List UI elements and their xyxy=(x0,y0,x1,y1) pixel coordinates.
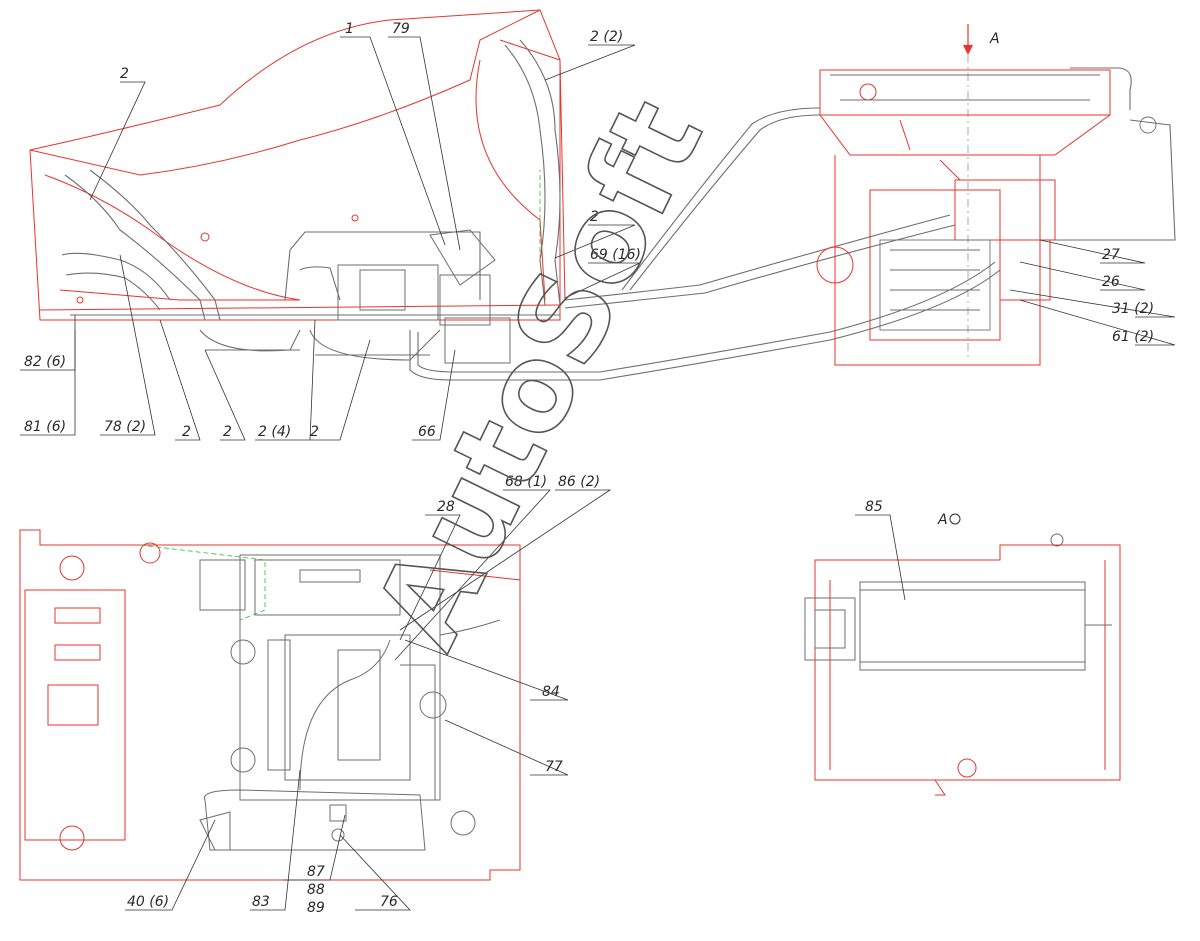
callout-89: 89 xyxy=(307,900,325,916)
view-a-detail xyxy=(814,544,1121,796)
callout-31: 31 (2) xyxy=(1112,301,1154,317)
callout-84: 84 xyxy=(542,684,560,700)
callout-87: 87 xyxy=(307,864,325,880)
callout-77: 77 xyxy=(545,759,563,775)
view-a-title: A xyxy=(937,512,948,528)
callout-69: 69 (16) xyxy=(590,247,641,263)
callout-81: 81 (6) xyxy=(24,419,66,435)
callout-26: 26 xyxy=(1102,274,1120,290)
cab-side-view xyxy=(29,9,566,321)
callout-27: 27 xyxy=(1102,247,1120,263)
watermark: AutoSoft xyxy=(348,80,729,668)
callout-2-d: 2 xyxy=(223,424,232,440)
callout-labels-top: 2 1 79 2 (2) 2 69 (16) 27 26 31 (2) 61 (… xyxy=(24,21,1154,440)
callout-40: 40 (6) xyxy=(127,894,169,910)
view-rotation-icon xyxy=(949,513,961,525)
coolant-pipes xyxy=(409,67,1176,381)
callout-86: 86 (2) xyxy=(558,474,600,490)
callout-88: 88 xyxy=(307,882,325,898)
callout-2-2: 2 (2) xyxy=(590,29,623,45)
green-centerline-plan xyxy=(139,170,541,621)
callout-76: 76 xyxy=(380,894,398,910)
air-ducts xyxy=(61,39,561,361)
callout-83: 83 xyxy=(252,894,270,910)
engine-detail-gray xyxy=(830,74,1157,331)
callout-2-b: 2 xyxy=(590,209,599,225)
callout-1: 1 xyxy=(345,21,354,37)
callout-61: 61 (2) xyxy=(1112,329,1154,345)
callout-78: 78 (2) xyxy=(104,419,146,435)
heater-assembly-plan xyxy=(199,554,501,851)
callout-2-e: 2 xyxy=(310,424,319,440)
engine-block xyxy=(816,69,1111,366)
view-a-arrow xyxy=(963,24,973,360)
callout-2-a: 2 xyxy=(120,66,129,82)
callout-68: 68 (1) xyxy=(505,474,547,490)
cab-plan-view xyxy=(19,529,521,881)
leader-lines xyxy=(20,36,1176,911)
callout-labels-bottom: 68 (1) 86 (2) 28 84 77 40 (6) 83 87 88 8… xyxy=(127,474,961,916)
callout-82: 82 (6) xyxy=(24,354,66,370)
callout-28: 28 xyxy=(437,499,455,515)
heater-view-a xyxy=(804,533,1112,671)
callout-2-4: 2 (4) xyxy=(258,424,291,440)
callout-85: 85 xyxy=(865,499,883,515)
callout-2-c: 2 xyxy=(182,424,191,440)
view-a-arrow-label: A xyxy=(989,31,1000,47)
callout-79: 79 xyxy=(392,21,410,37)
callout-66: 66 xyxy=(418,424,436,440)
